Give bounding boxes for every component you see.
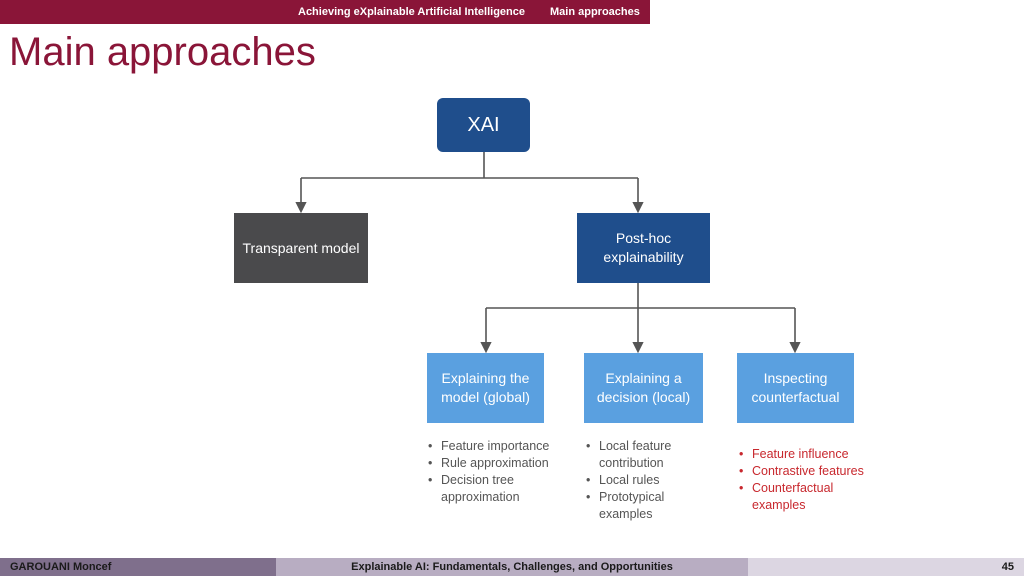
- list-item: Local feature contribution: [586, 438, 706, 472]
- posthoc-explainability-node: Post-hoc explainability: [577, 213, 710, 283]
- footer-author: GAROUANI Moncef: [0, 558, 276, 576]
- local-methods-list: Local feature contribution Local rules P…: [586, 438, 706, 523]
- list-item: Counterfactual examples: [739, 480, 869, 514]
- xai-node: XAI: [437, 98, 530, 152]
- current-section-area: Main approaches: [542, 0, 1024, 24]
- section-title: Achieving eXplainable Artificial Intelli…: [298, 6, 525, 18]
- counterfactual-methods-list: Feature influence Contrastive features C…: [739, 446, 869, 514]
- global-explanation-node: Explaining the model (global): [427, 353, 544, 423]
- global-methods-list: Feature importance Rule approximation De…: [428, 438, 578, 506]
- list-item: Decision tree approximation: [428, 472, 578, 506]
- footer-bar: GAROUANI Moncef Explainable AI: Fundamen…: [0, 558, 1024, 576]
- list-item: Rule approximation: [428, 455, 578, 472]
- local-explanation-node: Explaining a decision (local): [584, 353, 703, 423]
- current-section: Main approaches: [542, 0, 650, 24]
- list-item: Feature influence: [739, 446, 869, 463]
- transparent-model-node: Transparent model: [234, 213, 368, 283]
- header-bar: Achieving eXplainable Artificial Intelli…: [0, 0, 1024, 24]
- footer-talk-title: Explainable AI: Fundamentals, Challenges…: [276, 558, 748, 576]
- counterfactual-node: Inspecting counterfactual: [737, 353, 854, 423]
- list-item: Contrastive features: [739, 463, 869, 480]
- page-number: 45: [748, 558, 1024, 576]
- list-item: Prototypical examples: [586, 489, 706, 523]
- page-title: Main approaches: [9, 30, 316, 74]
- list-item: Local rules: [586, 472, 706, 489]
- list-item: Feature importance: [428, 438, 578, 455]
